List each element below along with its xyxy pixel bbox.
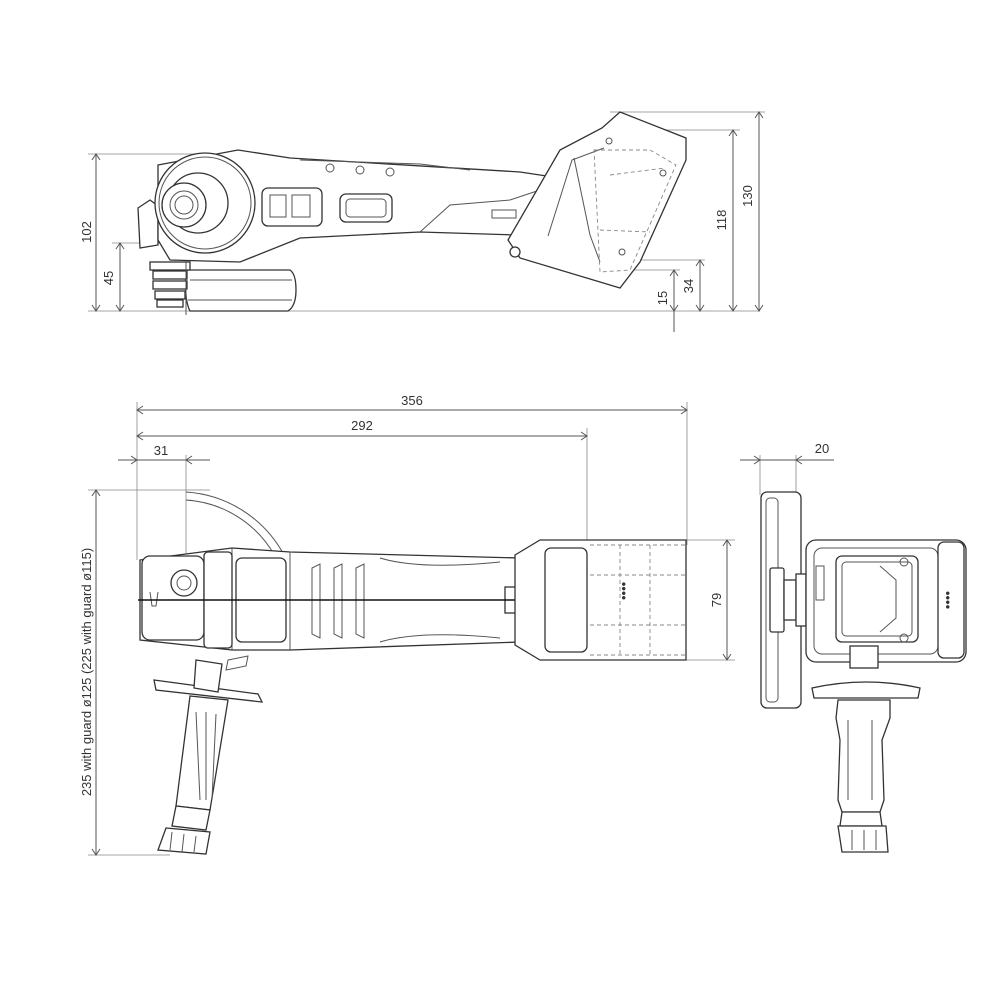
dim-top-front-offset: 31 — [154, 443, 168, 458]
dim-top-body-length: 292 — [351, 418, 373, 433]
dim-side-height: 102 — [79, 221, 94, 243]
side-view: 102 45 130 118 34 15 — [79, 111, 765, 332]
svg-text:••••: •••• — [940, 590, 955, 609]
dim-side-overall-height: 130 — [740, 185, 755, 207]
svg-text:••••: •••• — [616, 581, 631, 600]
dim-top-body-width: 79 — [709, 593, 724, 607]
dim-front-disc-offset: 20 — [815, 441, 829, 456]
dim-side-battery-height: 118 — [714, 210, 729, 231]
dim-side-offset: 15 — [655, 291, 670, 305]
dim-top-overall-length: 356 — [401, 393, 423, 408]
front-view: 20 •••• — [740, 441, 967, 853]
dim-top-width: 235 with guard ø125 (225 with guard ø115… — [79, 548, 94, 796]
top-view: 356 292 31 235 with guard ø125 (225 with… — [79, 393, 735, 856]
dim-side-battery-bottom: 34 — [681, 279, 696, 293]
dim-side-disc-height: 45 — [101, 271, 116, 285]
